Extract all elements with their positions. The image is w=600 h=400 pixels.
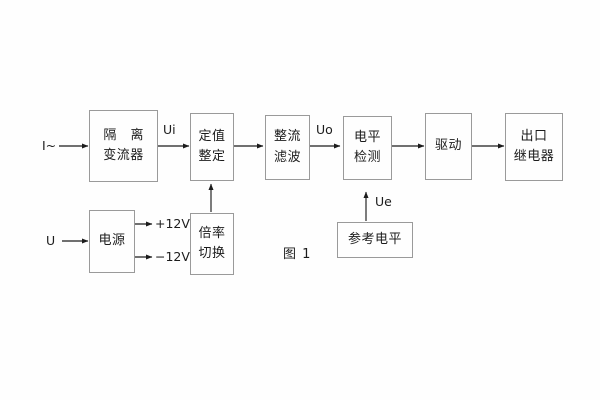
block-rectifier-line1: 整流 [273,129,301,145]
signal-label-ui: Ui [163,122,176,137]
block-multiplier-switch[interactable]: 倍率 切换 [190,213,234,275]
block-multiplier-line2: 切换 [198,246,226,261]
input-label-current: I~ [42,138,57,153]
block-output-relay[interactable]: 出口 继电器 [505,113,563,181]
block-setting-line2: 整定 [198,149,226,164]
block-level-line1: 电平 [353,129,381,145]
block-reference-level[interactable]: 参考电平 [337,222,413,258]
block-setting-value[interactable]: 定值 整定 [190,113,234,181]
figure-caption: 图 1 [283,247,312,262]
block-power-supply[interactable]: 电源 [89,210,135,273]
signal-label-ue: Ue [375,194,392,209]
block-output-line1: 出口 [520,128,548,144]
block-level-line2: 检测 [353,150,381,165]
block-multiplier-line1: 倍率 [198,225,226,241]
block-isolation-transformer[interactable]: 隔 离 变流器 [89,110,158,182]
block-isolation-line2: 变流器 [103,148,144,163]
block-driver-line1: 驱动 [434,138,462,154]
block-reference-line1: 参考电平 [347,231,402,247]
block-driver[interactable]: 驱动 [425,113,472,180]
block-rectifier-filter[interactable]: 整流 滤波 [265,115,310,180]
block-rectifier-line2: 滤波 [273,149,301,165]
signal-label-plus-12v: +12V [155,216,190,231]
block-setting-line1: 定值 [198,128,226,144]
signal-label-uo: Uo [316,122,333,137]
input-label-voltage: U [46,233,56,248]
block-level-detection[interactable]: 电平 检测 [343,116,392,180]
block-power-line1: 电源 [98,233,126,249]
block-isolation-line1: 隔 离 [103,127,149,143]
signal-label-minus-12v: −12V [155,249,190,264]
block-output-line2: 继电器 [513,149,555,164]
